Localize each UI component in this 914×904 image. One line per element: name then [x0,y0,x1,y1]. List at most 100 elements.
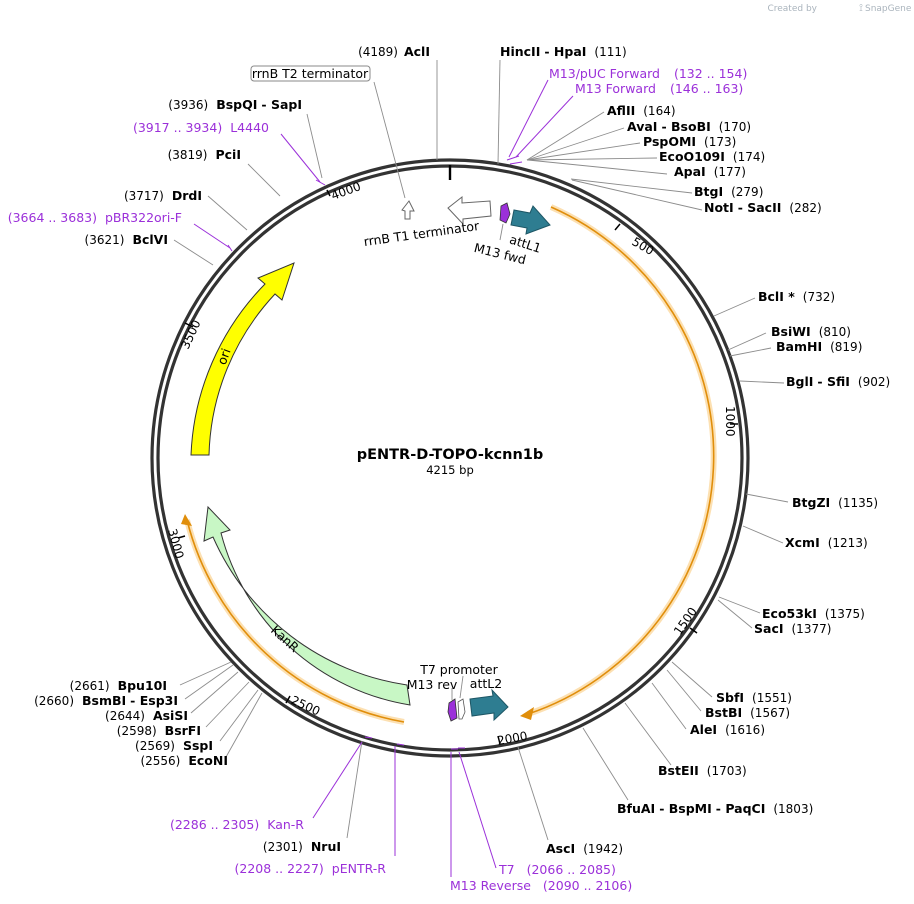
svg-text:PspOMI(173): PspOMI(173) [643,134,736,149]
svg-text:EcoO109I(174): EcoO109I(174) [659,149,765,164]
m13-fwd-feature[interactable] [499,202,511,224]
svg-text:BsiWI(810): BsiWI(810) [771,324,851,339]
tick-marks [177,189,738,745]
svg-text:(2569)SspI: (2569)SspI [135,738,213,753]
site-btgi[interactable]: BtgI(279) [694,184,763,199]
svg-text:BclI *(732): BclI *(732) [758,289,835,304]
svg-text:(2208 .. 2227)pENTR-R: (2208 .. 2227)pENTR-R [235,861,387,876]
attl1-feature[interactable] [510,205,551,235]
kanr-feature[interactable] [203,505,411,706]
rrnb-t2-feature[interactable] [401,200,415,220]
site-noti-sacii[interactable]: NotI- SacII(282) [704,200,822,215]
site-econi[interactable]: (2556)EcoNI [140,753,228,768]
orf-arc-reverse-head [181,514,192,526]
site-bsrfi[interactable]: (2598)BsrFI [117,723,201,738]
orf-arcs [181,204,717,725]
svg-text:(2644)AsiSI: (2644)AsiSI [105,708,188,723]
svg-text:XcmI(1213): XcmI(1213) [785,535,868,550]
site-bamhi[interactable]: BamHI(819) [776,339,862,354]
site-apai[interactable]: ApaI(177) [674,164,746,179]
plasmid-name: pENTR-D-TOPO-kcnn1b [357,447,544,463]
svg-text:NotI- SacII(282): NotI- SacII(282) [704,200,822,215]
site-asisi[interactable]: (2644)AsiSI [105,708,188,723]
primer-leaders [193,79,574,877]
svg-text:(4189)AclI: (4189)AclI [358,44,430,59]
site-aflii[interactable]: AflII(164) [607,103,676,118]
attl2-label: attL2 [470,676,502,691]
primer-kan-r[interactable]: (2286 .. 2305)Kan-R [170,817,304,832]
svg-text:HincII- HpaI(111): HincII- HpaI(111) [500,44,627,59]
svg-text:(2301)NruI: (2301)NruI [263,839,341,854]
site-bpu10i[interactable]: (2661)Bpu10I [70,678,167,693]
snapgene-credit: Created by ⟟ SnapGene [767,3,911,14]
attl2-feature[interactable] [469,688,509,722]
site-saci[interactable]: SacI(1377) [754,621,831,636]
site-alei[interactable]: AleI(1616) [690,722,765,737]
credit-brand: SnapGene [865,4,912,14]
svg-text:(3819)PciI: (3819)PciI [168,147,241,162]
ori-label: ori [214,346,234,366]
primer-t7[interactable]: T7(2066 .. 2085) [498,862,616,877]
site-avai-bsobi[interactable]: AvaI- BsoBI(170) [627,119,751,134]
primer-pbr322ori-f[interactable]: (3664 .. 3683)pBR322ori-F [8,210,182,225]
site-bclvi[interactable]: (3621)BclVI [85,232,168,247]
snapgene-icon: ⟟ [859,3,863,14]
svg-text:(2286 .. 2305)Kan-R: (2286 .. 2305)Kan-R [170,817,304,832]
enzyme-site-labels: (4189)AclI HincII- HpaI(111) AflII(164) … [34,44,890,856]
site-pcii[interactable]: (3819)PciI [168,147,241,162]
svg-text:(3917 .. 3934)L4440: (3917 .. 3934)L4440 [133,120,269,135]
primer-l4440[interactable]: (3917 .. 3934)L4440 [133,120,269,135]
svg-text:M13 Reverse(2090 .. 2106): M13 Reverse(2090 .. 2106) [450,878,632,893]
svg-text:(2598)BsrFI: (2598)BsrFI [117,723,201,738]
tick-2500: 2500 [289,693,323,719]
primer-m13-reverse[interactable]: M13 Reverse(2090 .. 2106) [450,878,632,893]
primer-labels: M13/pUC Forward(132 .. 154) M13 Forward(… [8,66,748,893]
m13-rev-feature[interactable] [447,698,458,722]
svg-text:BfuAI- BspMI- PaqCI(1803): BfuAI- BspMI- PaqCI(1803) [617,801,813,816]
svg-text:BglI- SfiI(902): BglI- SfiI(902) [786,374,890,389]
rrnb-t2-box [250,65,371,82]
site-bsteii[interactable]: BstEII(1703) [658,763,747,778]
svg-text:M13/pUC Forward(132 .. 154): M13/pUC Forward(132 .. 154) [549,66,747,81]
svg-text:AflII(164): AflII(164) [607,103,676,118]
site-sbfi[interactable]: SbfI(1551) [716,690,792,705]
t7-promoter-feature[interactable] [457,698,466,720]
site-bgli-sfii[interactable]: BglI- SfiI(902) [786,374,890,389]
svg-text:BtgI(279): BtgI(279) [694,184,763,199]
site-bspqi-sapi[interactable]: (3936)BspQI- SapI [168,97,302,112]
svg-text:(3621)BclVI: (3621)BclVI [85,232,168,247]
rrnb-t1-feature[interactable] [447,195,492,226]
svg-text:(3717)DrdI: (3717)DrdI [124,188,202,203]
svg-text:BstEII(1703): BstEII(1703) [658,763,747,778]
orf-arc-forward-head [520,707,534,720]
svg-text:SacI(1377): SacI(1377) [754,621,831,636]
site-bstbi[interactable]: BstBI(1567) [705,705,790,720]
site-bsiwi[interactable]: BsiWI(810) [771,324,851,339]
site-sspi[interactable]: (2569)SspI [135,738,213,753]
svg-text:T7(2066 .. 2085): T7(2066 .. 2085) [498,862,616,877]
site-hincii-hpai[interactable]: HincII- HpaI(111) [500,44,627,59]
svg-text:BamHI(819): BamHI(819) [776,339,862,354]
site-pspomi[interactable]: PspOMI(173) [643,134,736,149]
site-bfuai-bspmi-paqci[interactable]: BfuAI- BspMI- PaqCI(1803) [617,801,813,816]
svg-text:(2661)Bpu10I: (2661)Bpu10I [70,678,167,693]
backbone [150,158,750,758]
primer-m13-forward[interactable]: M13 Forward(146 .. 163) [575,81,743,96]
svg-text:(3936)BspQI- SapI: (3936)BspQI- SapI [168,97,302,112]
credit-text: Created by [767,4,817,14]
ori-feature[interactable] [190,262,295,456]
site-acli[interactable]: (4189)AclI [358,44,430,59]
primer-m13-puc-forward[interactable]: M13/pUC Forward(132 .. 154) [549,66,747,81]
site-eco53ki[interactable]: Eco53kI(1375) [762,606,865,621]
rrnb-t2-label: rrnB T2 terminator [252,66,369,81]
site-drdi[interactable]: (3717)DrdI [124,188,202,203]
site-xcmi[interactable]: XcmI(1213) [785,535,868,550]
site-bsmbi-esp3i[interactable]: (2660)BsmBI- Esp3I [34,693,178,708]
site-ecoo109i[interactable]: EcoO109I(174) [659,149,765,164]
site-nrui[interactable]: (2301)NruI [263,839,341,854]
site-asci[interactable]: AscI(1942) [546,841,623,856]
site-btgzi[interactable]: BtgZI(1135) [792,495,878,510]
primer-pentr-r[interactable]: (2208 .. 2227)pENTR-R [235,861,387,876]
plasmid-length: 4215 bp [426,463,474,477]
site-bcli[interactable]: BclI *(732) [758,289,835,304]
